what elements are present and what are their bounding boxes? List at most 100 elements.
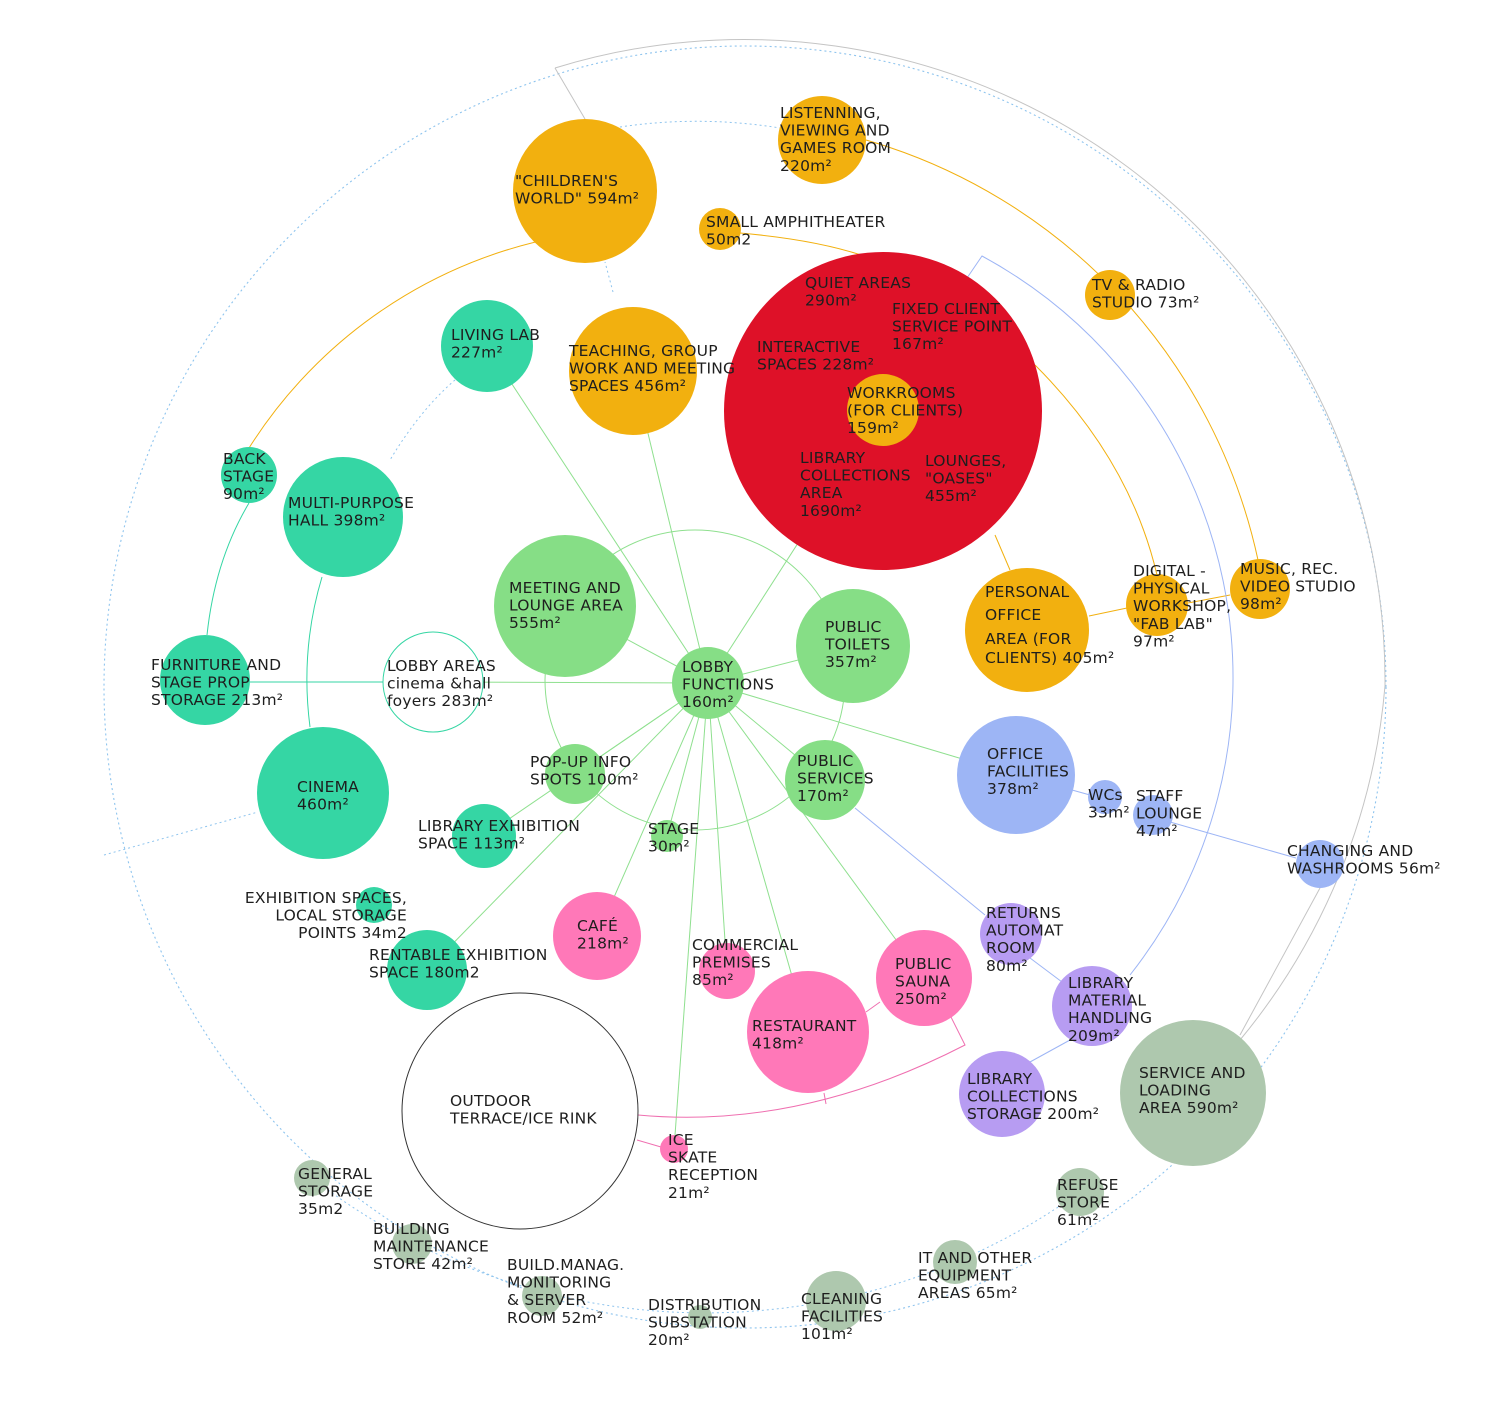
orange-link	[1187, 594, 1231, 604]
general-storage-label-line: STORAGE	[298, 1183, 373, 1201]
commercial-premises-label-line: 85m²	[692, 971, 734, 989]
public-toilets-label-line: 357m²	[825, 653, 877, 671]
building-maintenance-label-line: MAINTENANCE	[373, 1238, 489, 1256]
furniture-storage-label-line: STAGE PROP	[151, 674, 250, 692]
small-amphitheater-label-line: 50m2	[706, 231, 751, 249]
lobby-areas-label-line: cinema &hall	[387, 675, 491, 693]
public-sauna-bubble	[876, 930, 972, 1026]
service-loading-label-line: SERVICE AND	[1139, 1064, 1246, 1082]
it-equipment-label-line: IT AND OTHER	[918, 1249, 1032, 1267]
meeting-lounge-label-line: MEETING AND	[509, 579, 621, 597]
back-stage-label-line: STAGE	[223, 468, 274, 486]
distribution-substation-label-line: DISTRIBUTION	[648, 1296, 761, 1314]
furniture-storage-bubble	[160, 635, 250, 725]
changing-washrooms-label-line: CHANGING AND	[1287, 842, 1413, 860]
blue-link	[1169, 821, 1297, 859]
public-services-label-line: PUBLIC	[797, 752, 854, 770]
cafe-bubble	[553, 892, 641, 980]
orange-link	[994, 534, 1011, 571]
stage-label-line: 30m²	[648, 838, 690, 856]
meeting-lounge-label-line: LOUNGE AREA	[509, 597, 623, 615]
furniture-storage-label-line: STORAGE 213m²	[151, 691, 283, 709]
personal-office-label-line: CLIENTS) 405m²	[985, 649, 1114, 667]
orange-link	[739, 232, 871, 259]
exhibition-storage-bubble	[356, 887, 392, 923]
multi-purpose-hall-label-line: HALL 398m²	[288, 512, 385, 530]
lobby-spoke	[426, 682, 709, 971]
personal-office-bubble	[965, 568, 1089, 692]
childrens-world-label-line: "CHILDREN'S	[515, 172, 618, 190]
music-studio-label-line: 98m²	[1240, 595, 1282, 613]
building-maintenance-label-line: STORE 42m²	[373, 1255, 473, 1273]
listening-room-label-line: GAMES ROOM	[780, 139, 891, 157]
distribution-substation-bubble	[688, 1305, 712, 1329]
public-services-label-line: 170m²	[797, 787, 849, 805]
office-facilities-bubble	[957, 716, 1075, 834]
library-exhibition-label-line: SPACE 113m²	[418, 835, 525, 853]
workrooms-label: WORKROOMS(FOR CLIENTS)159m²	[847, 384, 963, 437]
refuse-store-bubble	[1056, 1168, 1104, 1216]
teaching-spaces-bubble	[569, 307, 697, 435]
ring-spoke-dotted	[103, 811, 259, 856]
lobby-areas-label-line: foyers 283m²	[387, 692, 493, 710]
refuse-store-label-line: REFUSE	[1057, 1176, 1119, 1194]
outdoor-terrace-label-line: TERRACE/ICE RINK	[449, 1110, 597, 1128]
popup-info-bubble	[545, 744, 605, 804]
library-material-handling-label-line: HANDLING	[1068, 1009, 1152, 1027]
library-material-handling-label-line: MATERIAL	[1068, 992, 1146, 1010]
public-sauna-label-line: SAUNA	[895, 973, 950, 991]
public-toilets-bubble	[796, 589, 910, 703]
library-collections-area-label-line: LIBRARY	[800, 449, 866, 467]
public-services-label-line: SERVICES	[797, 770, 874, 788]
returns-automat-label-line: RETURNS	[986, 904, 1061, 922]
lobby-areas-bubble	[382, 631, 484, 733]
staff-lounge-label-line: STAFF	[1136, 787, 1184, 805]
fab-lab-bubble	[1126, 574, 1188, 636]
personal-office-label-line: AREA (FOR	[985, 630, 1071, 648]
public-sauna-label-line: 250m²	[895, 990, 947, 1008]
library-material-handling-bubble	[1052, 966, 1132, 1046]
ice-skate-reception-label-line: ICE	[668, 1131, 694, 1149]
build-manag-label-line: & SERVER	[507, 1291, 586, 1309]
workrooms-bubble	[847, 374, 919, 446]
pink-link	[865, 1001, 881, 1013]
library-exhibition-label-line: LIBRARY EXHIBITION	[418, 817, 580, 835]
blue-arc	[966, 255, 1234, 976]
stage-label-line: STAGE	[648, 820, 699, 838]
public-services-bubble	[785, 740, 865, 820]
lobby-functions-bubble	[672, 647, 744, 719]
restaurant-label-line: 418m²	[752, 1035, 804, 1053]
service-loading-label-line: LOADING	[1139, 1082, 1211, 1100]
distribution-substation-label-line: 20m²	[648, 1331, 690, 1349]
music-studio-label-line: MUSIC, REC.	[1240, 560, 1338, 578]
outer-dotted-ring	[103, 45, 1387, 1329]
lounges-oases-label-line: 455m²	[925, 487, 977, 505]
back-stage-label-line: 90m²	[223, 485, 265, 503]
office-facilities-label-line: FACILITIES	[987, 763, 1069, 781]
blue-link	[1071, 789, 1091, 796]
lounges-oases-label: LOUNGES,"OASES"455m²	[925, 452, 1006, 505]
office-facilities-label-line: 378m²	[987, 780, 1039, 798]
exhibition-storage-label-line: POINTS 34m2	[298, 924, 407, 942]
fab-lab-label-line: "FAB LAB"	[1133, 615, 1213, 633]
library-collections-area-label-line: COLLECTIONS	[800, 467, 911, 485]
listening-room-label-line: LISTENNING,	[780, 104, 881, 122]
purple-link	[1029, 957, 1063, 983]
building-maintenance-label-line: BUILDING	[373, 1220, 450, 1238]
back-stage-label-line: BACK	[223, 450, 266, 468]
